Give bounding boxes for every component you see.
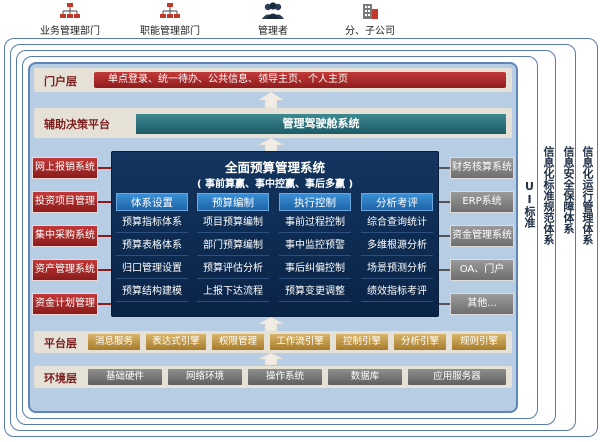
platform-item: 控制引擎 [336, 334, 388, 350]
org-chart-icon [160, 3, 180, 18]
column-item: 预算指标体系 [116, 214, 188, 233]
label-ops-system: 信息化运行管理体系 [581, 146, 594, 245]
user-label: 业务管理部门 [40, 26, 100, 37]
column-head-budget-compile: 预算编制 [197, 193, 269, 211]
portal-services: 单点登录、统一待办、公共信息、领导主页、个人主页 [94, 72, 506, 88]
arrow-up-icon [257, 138, 285, 152]
column-item: 综合查询统计 [361, 214, 433, 233]
column-item: 预算表格体系 [116, 237, 188, 256]
core-subtitle: ( 事前算赢、事中控赢、事后多赢 ) [196, 179, 354, 190]
frame-ui [22, 56, 538, 419]
right-system-erp: ERP系统 [450, 191, 514, 213]
column-item: 部门预算编制 [197, 237, 269, 256]
frame-security [10, 44, 576, 431]
core-title: 全面预算管理系统 [224, 160, 325, 175]
column-item: 归口管理设置 [116, 260, 188, 279]
platform-item: 分析引擎 [394, 334, 446, 350]
core-budget-system [111, 151, 439, 317]
column-item: 事后纠偏控制 [279, 260, 351, 279]
platform-layer-title: 平台层 [44, 337, 77, 350]
environment-item: 网络环境 [168, 369, 242, 385]
platform-item: 工作流引擎 [270, 334, 330, 350]
org-chart-icon [60, 3, 80, 18]
column-head-analysis-eval: 分析考评 [361, 193, 433, 211]
building-icon [363, 4, 378, 19]
column-item: 预算评估分析 [197, 260, 269, 279]
platform-item: 表达式引擎 [146, 334, 206, 350]
user-subsidiary: 分、子公司 [330, 2, 410, 37]
column-head-execution-control: 执行控制 [279, 193, 351, 211]
frame-ops [4, 38, 598, 437]
user-manager: 管理者 [238, 2, 308, 37]
environment-item: 操作系统 [248, 369, 322, 385]
frame-spec [16, 50, 556, 425]
column-item: 事中监控预警 [279, 237, 351, 256]
column-item: 预算变更调整 [279, 283, 351, 302]
label-spec-system: 信息化标准规范体系 [542, 146, 555, 245]
left-system-procurement: 集中采购系统 [32, 225, 98, 247]
user-label: 分、子公司 [345, 26, 395, 37]
column-item: 多维根源分析 [361, 237, 433, 256]
environment-layer-title: 环境层 [44, 372, 77, 385]
column-item: 上报下达流程 [197, 283, 269, 302]
column-item: 项目预算编制 [197, 214, 269, 233]
left-system-assets: 资产管理系统 [32, 259, 98, 281]
column-item: 绩效指标考评 [361, 283, 433, 302]
environment-item: 应用服务器 [408, 369, 506, 385]
column-item: 事前过程控制 [279, 214, 351, 233]
arrow-up-icon [257, 317, 285, 331]
user-functional-dept: 职能管理部门 [130, 2, 210, 37]
right-system-accounting: 财务核算系统 [450, 157, 514, 179]
left-system-fund-plan: 资金计划管理 [32, 293, 98, 315]
right-system-fund-mgmt: 资金管理系统 [450, 225, 514, 247]
cockpit-system: 管理驾驶舱系统 [136, 114, 506, 134]
environment-item: 基础硬件 [88, 369, 162, 385]
user-label: 管理者 [258, 26, 288, 37]
column-item: 场景预测分析 [361, 260, 433, 279]
portal-layer-title: 门户层 [44, 75, 77, 88]
arrow-up-icon [257, 353, 285, 365]
column-item: 预算结构建模 [116, 283, 188, 302]
left-system-expense: 网上报销系统 [32, 157, 98, 179]
user-label: 职能管理部门 [140, 26, 200, 37]
column-head-system-setup: 体系设置 [116, 193, 188, 211]
right-system-others: 其他... [450, 293, 514, 315]
platform-item: 权限管理 [212, 334, 264, 350]
left-system-investment: 投资项目管理 [32, 191, 98, 213]
people-icon [262, 2, 284, 19]
right-system-oa-portal: OA、门户 [450, 259, 514, 281]
arrow-up-icon [257, 92, 285, 108]
platform-item: 消息服务 [88, 334, 140, 350]
decision-layer-title: 辅助决策平台 [44, 118, 110, 131]
label-security-system: 信息安全保障体系 [562, 146, 575, 234]
platform-item: 规则引擎 [452, 334, 506, 350]
right-connectors [438, 167, 450, 305]
user-business-dept: 业务管理部门 [30, 2, 110, 37]
left-connectors [98, 167, 112, 305]
environment-item: 数据库 [328, 369, 402, 385]
label-ui-standard: UI标准 [523, 180, 536, 228]
